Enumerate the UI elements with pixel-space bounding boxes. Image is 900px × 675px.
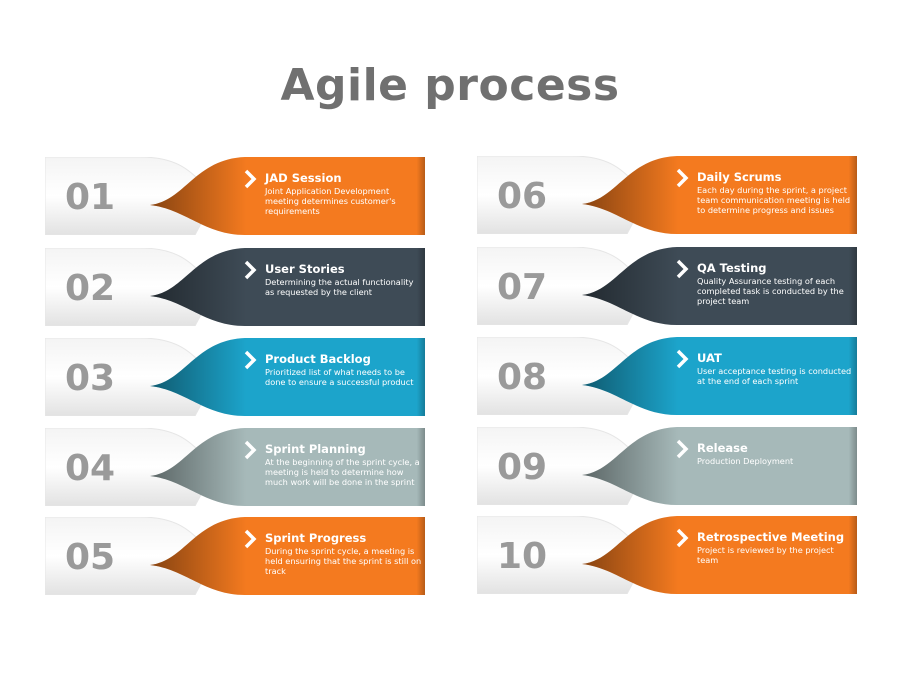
ribbon-shape xyxy=(45,338,425,416)
step-card-09: 09 Release Production Deployment xyxy=(477,427,857,505)
step-number: 08 xyxy=(497,357,548,398)
ribbon-shape xyxy=(477,516,857,594)
ribbon-shape xyxy=(477,247,857,325)
step-title: User Stories xyxy=(265,262,345,276)
chevron-right-icon xyxy=(676,528,689,548)
step-description: During the sprint cycle, a meeting is he… xyxy=(265,546,422,576)
step-card-01: 01 JAD Session Joint Application Develop… xyxy=(45,157,425,235)
step-description: Production Deployment xyxy=(697,456,794,466)
step-title: Retrospective Meeting xyxy=(697,530,845,544)
step-number: 01 xyxy=(65,177,116,218)
ribbon-shape xyxy=(477,337,857,415)
chevron-right-icon xyxy=(676,439,689,459)
step-number: 02 xyxy=(65,268,116,309)
chevron-right-icon xyxy=(244,260,257,280)
step-card-02: 02 User Stories Determining the actual f… xyxy=(45,248,425,326)
step-card-06: 06 Daily Scrums Each day during the spri… xyxy=(477,156,857,234)
step-title: JAD Session xyxy=(265,171,342,185)
ribbon-shape xyxy=(477,427,857,505)
step-description: Joint Application Development meeting de… xyxy=(265,186,396,216)
step-number: 09 xyxy=(497,447,548,488)
step-card-07: 07 QA Testing Quality Assurance testing … xyxy=(477,247,857,325)
step-title: Sprint Progress xyxy=(265,531,367,545)
step-title: QA Testing xyxy=(697,261,767,275)
step-description: At the beginning of the sprint cycle, a … xyxy=(265,457,420,487)
step-card-04: 04 Sprint Planning At the beginning of t… xyxy=(45,428,425,506)
step-description: Determining the actual functionality as … xyxy=(265,277,414,297)
step-title: Daily Scrums xyxy=(697,170,782,184)
chevron-right-icon xyxy=(244,350,257,370)
chevron-right-icon xyxy=(676,259,689,279)
ribbon-shape xyxy=(45,517,425,595)
step-number: 06 xyxy=(497,176,548,217)
ribbon-shape xyxy=(45,428,425,506)
ribbon-shape xyxy=(45,248,425,326)
chevron-right-icon xyxy=(244,529,257,549)
step-card-03: 03 Product Backlog Prioritized list of w… xyxy=(45,338,425,416)
step-number: 05 xyxy=(65,537,116,578)
step-title: Release xyxy=(697,441,748,455)
step-title: Product Backlog xyxy=(265,352,371,366)
step-number: 04 xyxy=(65,448,116,489)
step-number: 03 xyxy=(65,358,116,399)
step-description: Project is reviewed by the project team xyxy=(697,545,834,565)
step-card-05: 05 Sprint Progress During the sprint cyc… xyxy=(45,517,425,595)
step-card-10: 10 Retrospective Meeting Project is revi… xyxy=(477,516,857,594)
step-number: 10 xyxy=(497,536,548,577)
chevron-right-icon xyxy=(676,349,689,369)
step-description: Quality Assurance testing of each comple… xyxy=(697,276,844,306)
step-description: User acceptance testing is conducted at … xyxy=(697,366,852,386)
chevron-right-icon xyxy=(244,440,257,460)
step-description: Each day during the sprint, a project te… xyxy=(697,185,851,215)
step-card-08: 08 UAT User acceptance testing is conduc… xyxy=(477,337,857,415)
chevron-right-icon xyxy=(244,169,257,189)
page-title: Agile process xyxy=(280,60,620,111)
ribbon-shape xyxy=(477,156,857,234)
ribbon-shape xyxy=(45,157,425,235)
step-description: Prioritized list of what needs to be don… xyxy=(265,367,414,387)
step-title: UAT xyxy=(697,351,722,365)
step-title: Sprint Planning xyxy=(265,442,366,456)
step-number: 07 xyxy=(497,267,548,308)
chevron-right-icon xyxy=(676,168,689,188)
